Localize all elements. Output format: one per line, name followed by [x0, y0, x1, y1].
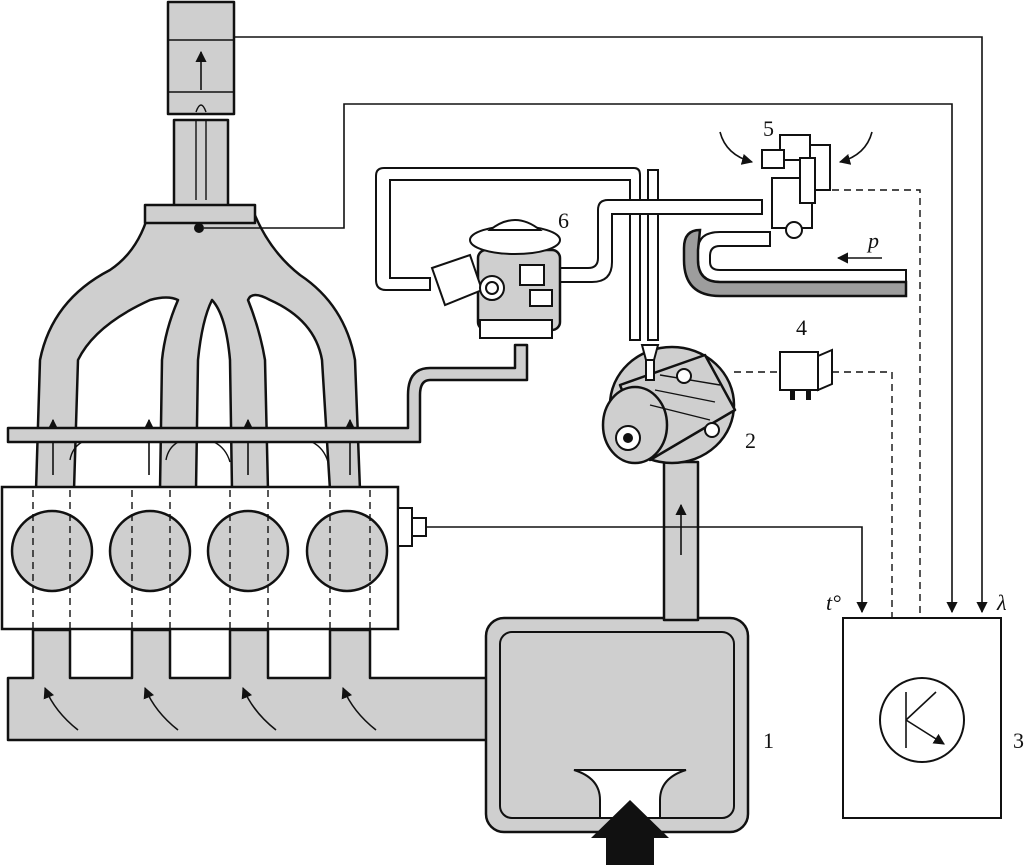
air-filter — [484, 616, 750, 865]
label-3: 3 — [1013, 728, 1024, 753]
solenoid-valve — [682, 131, 908, 298]
label-4: 4 — [796, 315, 807, 340]
label-6: 6 — [558, 208, 569, 233]
label-1: 1 — [763, 728, 774, 753]
labels: 1 2 3 4 5 6 t° λ p — [558, 116, 1024, 753]
label-pressure: p — [866, 228, 879, 253]
combination-valve — [430, 199, 763, 339]
relay — [779, 348, 833, 400]
exhaust-pipe — [166, 0, 236, 217]
label-2: 2 — [745, 428, 756, 453]
signal-wires — [204, 36, 988, 618]
label-5: 5 — [763, 116, 774, 141]
label-temperature: t° — [826, 590, 841, 615]
exhaust-manifold — [34, 203, 362, 492]
pump-supply-pipe — [662, 460, 700, 622]
controller-symbol-icon — [879, 677, 965, 763]
intake-arrow-icon — [591, 800, 669, 865]
engine-control-unit — [842, 617, 1002, 819]
engine-block — [0, 485, 427, 665]
secondary-air-pump — [601, 344, 737, 465]
label-lambda: λ — [996, 590, 1007, 615]
intake-manifold — [6, 628, 492, 742]
secondary-air-rail — [6, 343, 529, 463]
